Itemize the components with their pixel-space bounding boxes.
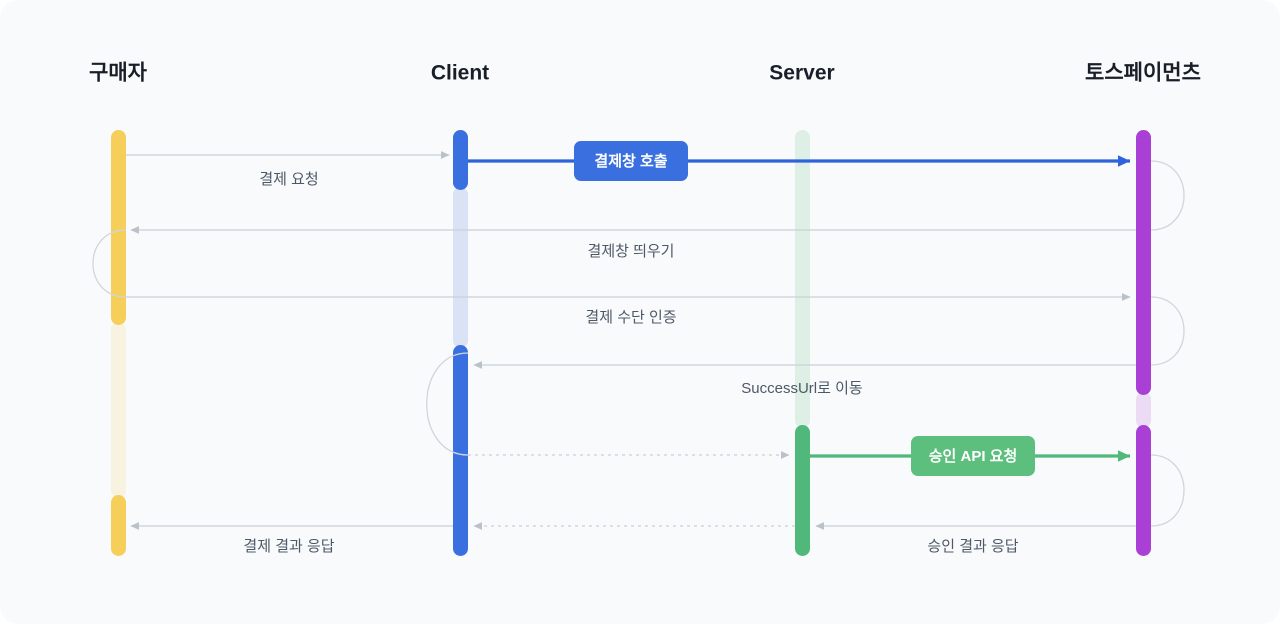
self-loop-buyer-1: [92, 229, 127, 298]
message-label-show-payment-window: 결제창 띄우기: [588, 243, 675, 260]
lifeline-server-dim: [795, 130, 810, 428]
self-loop-toss-1: [1150, 160, 1185, 231]
activation-client-1: [453, 130, 468, 190]
activation-buyer-2: [111, 495, 126, 556]
message-label-approval-result: 승인 결과 응답: [927, 538, 1018, 555]
message-label-payment-request: 결제 요청: [259, 171, 318, 188]
message-label-payment-result: 결제 결과 응답: [243, 538, 334, 555]
activation-toss-1: [1136, 130, 1151, 395]
badge-approval-api-request-label: 승인 API 요청: [929, 447, 1018, 465]
actor-label-buyer: 구매자: [89, 62, 148, 85]
activation-toss-2: [1136, 425, 1151, 556]
badge-open-payment-window-label: 결제창 호출: [594, 152, 667, 170]
lifeline-client-dim: [453, 187, 468, 348]
self-loop-toss-2: [1150, 296, 1185, 366]
actor-label-client: Client: [431, 62, 489, 85]
activation-client-2: [453, 345, 468, 556]
badge-open-payment-window: 결제창 호출: [574, 141, 688, 181]
actor-label-toss: 토스페이먼츠: [1085, 62, 1201, 85]
activation-server-1: [795, 425, 810, 556]
self-loop-toss-3: [1150, 454, 1185, 527]
lifeline-toss-dim: [1136, 392, 1151, 428]
lifeline-buyer-dim: [111, 322, 126, 498]
activation-buyer-1: [111, 130, 126, 325]
message-label-auth-payment-method: 결제 수단 인증: [585, 309, 676, 326]
badge-approval-api-request: 승인 API 요청: [911, 436, 1035, 476]
actor-label-server: Server: [769, 62, 834, 85]
message-label-redirect-success-url: SuccessUrl로 이동: [741, 380, 863, 397]
self-loop-client-1: [426, 352, 469, 456]
